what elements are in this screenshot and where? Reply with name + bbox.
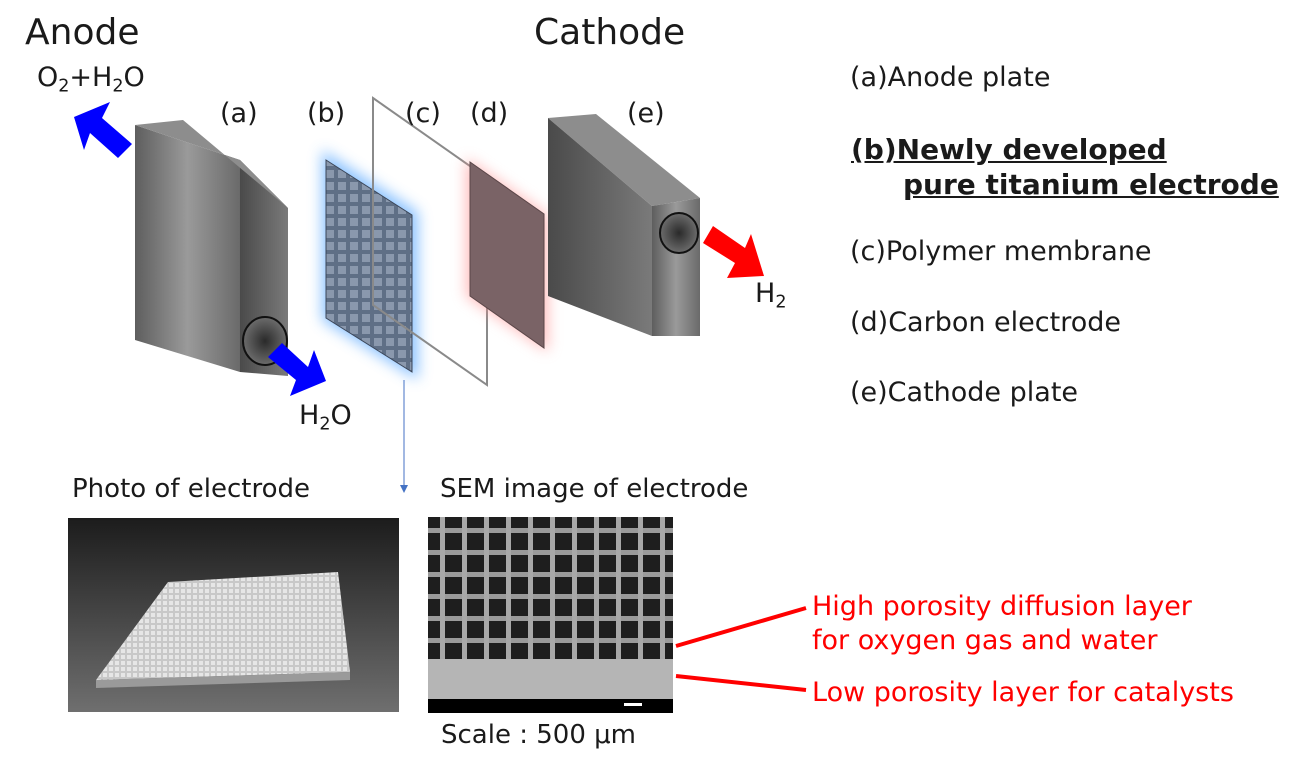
cathode-plate [548,114,700,336]
component-label-d: (d) [470,98,508,129]
sem-image [428,517,673,713]
high-porosity-pointer-line [676,608,806,646]
anode-heading: Anode [25,12,139,53]
electrode-photo [68,518,399,712]
cathode-outlet-hole [660,213,698,253]
legend-item-a: (a)Anode plate [850,62,1050,93]
photo-caption: Photo of electrode [72,474,310,504]
component-label-e: (e) [627,98,665,129]
component-label-a: (a) [220,98,258,129]
legend-item-b-line1: (b)Newly developed [851,133,1167,166]
cathode-heading: Cathode [534,12,685,53]
low-porosity-pointer-line [676,676,806,690]
high-porosity-line1: High porosity diffusion layer [812,590,1192,624]
component-label-b: (b) [307,98,345,129]
sem-scale-bar [624,703,642,706]
high-porosity-line2: for oxygen gas and water [812,624,1192,658]
hydrogen-outlet-arrow [703,226,764,278]
oxygen-water-outlet-arrow [74,102,132,158]
titanium-electrode [322,150,418,380]
oxygen-water-label: O2+H2O [37,62,145,93]
legend-item-e: (e)Cathode plate [850,377,1078,408]
high-porosity-annotation: High porosity diffusion layer for oxygen… [812,590,1192,658]
water-inlet-label: H2O [299,400,352,431]
hydrogen-label: H2 [755,278,786,309]
electrode-pointer-arrowhead [400,485,408,493]
anode-plate [135,120,288,376]
component-label-c: (c) [405,98,441,129]
legend-item-d: (d)Carbon electrode [850,307,1121,338]
scale-text: Scale : 500 μm [441,720,636,750]
low-porosity-annotation: Low porosity layer for catalysts [812,676,1234,710]
legend-item-b-line2: pure titanium electrode [903,168,1279,201]
sem-caption: SEM image of electrode [440,474,748,504]
legend-item-c: (c)Polymer membrane [850,236,1152,267]
carbon-electrode [466,158,548,352]
